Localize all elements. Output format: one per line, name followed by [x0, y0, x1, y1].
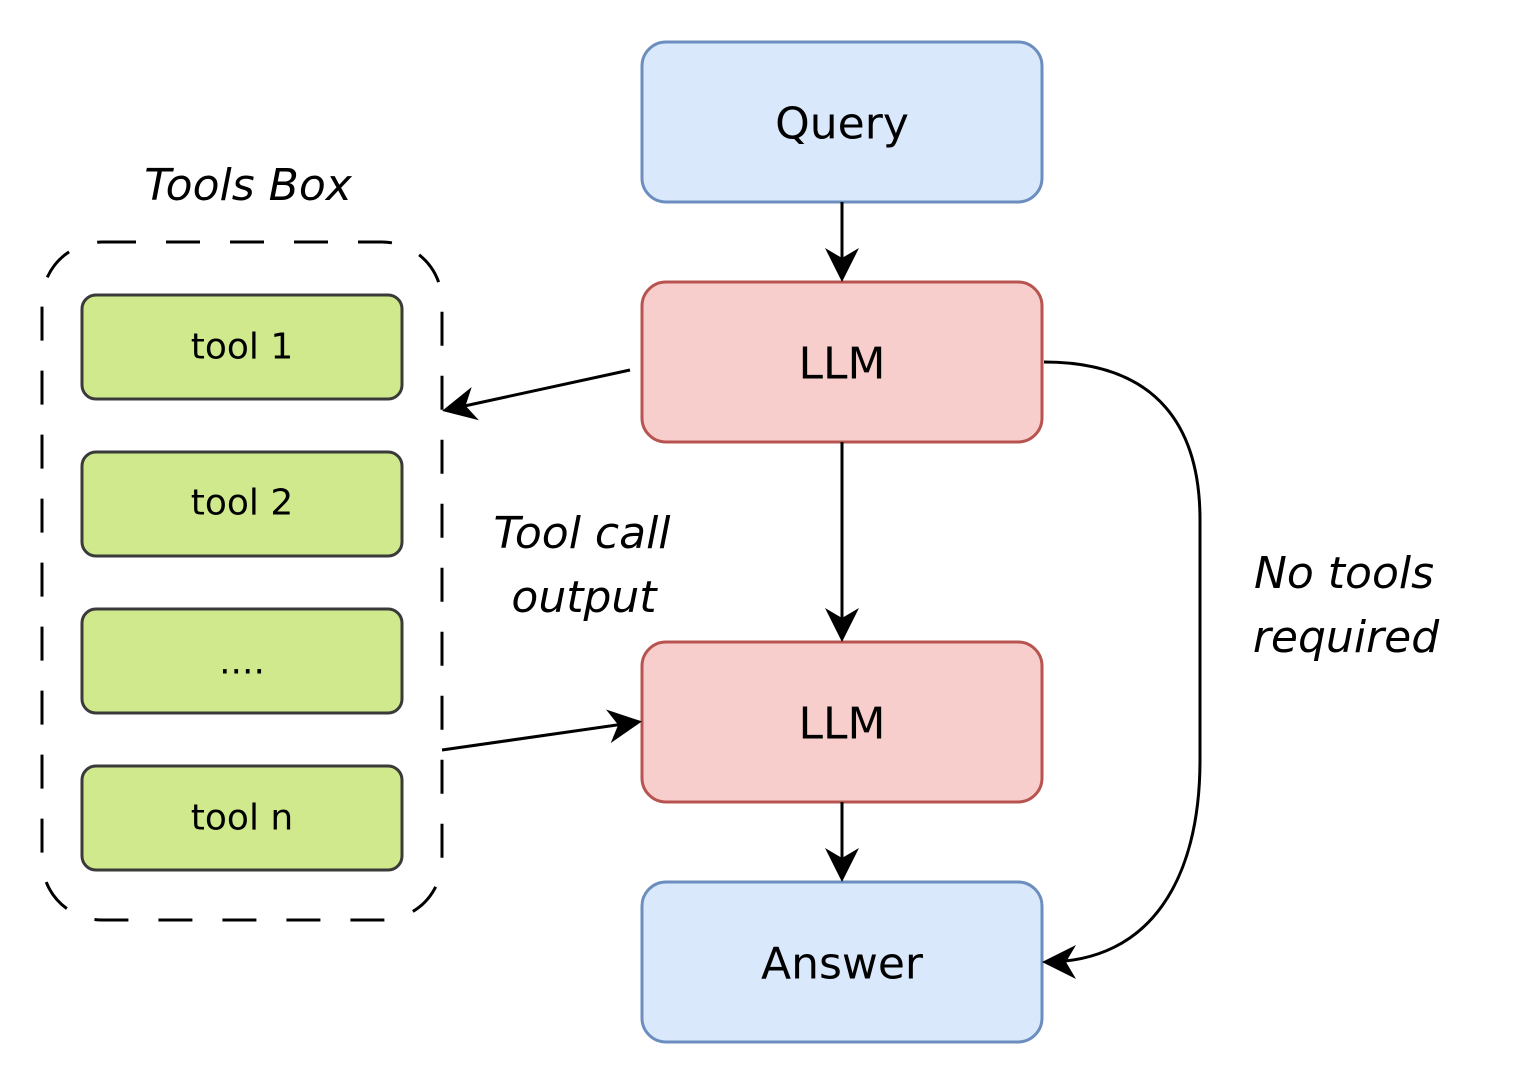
- tool-1-box: [80, 293, 404, 401]
- answer-label: Answer: [761, 939, 924, 990]
- answer-node[interactable]: Answer: [640, 880, 1044, 1044]
- edge-llm-to-tools: [442, 368, 631, 421]
- llm-bottom-node[interactable]: LLM: [640, 640, 1044, 804]
- llm-top-node[interactable]: LLM: [640, 280, 1044, 444]
- tool-1-label: tool 1: [191, 327, 294, 368]
- tools-box-title: Tools Box: [144, 160, 353, 211]
- tool-ellipsis-label: ....: [219, 642, 265, 683]
- no-tools-label-line2: required: [1253, 612, 1440, 663]
- no-tools-label-line1: No tools: [1254, 548, 1434, 599]
- tool-n-label: tool n: [191, 798, 293, 839]
- tool-n-box: [80, 764, 404, 872]
- tool-call-output-label-line1: Tool call: [493, 508, 671, 559]
- llm-top-label: LLM: [799, 339, 886, 390]
- llm-bottom-label: LLM: [799, 699, 886, 750]
- query-label: Query: [775, 99, 909, 150]
- tool-ellipsis-box: [80, 607, 404, 715]
- tool-item-ellipsis[interactable]: ....: [80, 607, 404, 715]
- tool-2-box: [80, 450, 404, 558]
- tools-box-container: [40, 240, 444, 922]
- tool-call-output-label-line2: output: [511, 572, 658, 623]
- edge-tools-to-llm: [441, 709, 642, 752]
- edge-llm-to-answer-bypass: [1042, 360, 1202, 979]
- answer-box: [640, 880, 1044, 1044]
- query-node[interactable]: Query: [640, 40, 1044, 204]
- tool-item-n[interactable]: tool n: [80, 764, 404, 872]
- tool-2-label: tool 2: [191, 483, 294, 524]
- tool-item-1[interactable]: tool 1: [80, 293, 404, 401]
- tool-item-2[interactable]: tool 2: [80, 450, 404, 558]
